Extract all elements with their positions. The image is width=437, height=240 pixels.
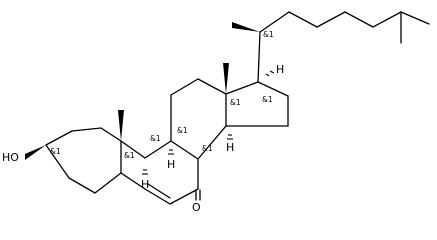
stereo-label-c10: &1 (124, 151, 135, 160)
methyl-c10-wedge-bond (118, 110, 124, 141)
hash-bond-c9 (142, 169, 148, 175)
stereo-label-c14: &1 (202, 144, 213, 153)
molecule-structure: HO O H H H H &1 &1 &1 &1 &1 &1 &1 &1 (2, 11, 430, 214)
oxygen-label: O (192, 201, 201, 214)
hydrogen-label-c8: H (167, 158, 175, 171)
ring-c (170, 78, 227, 160)
ring-d (225, 81, 289, 127)
hydroxyl-label: HO (2, 151, 19, 164)
ring-a (45, 127, 122, 194)
hash-bond-c17 (265, 70, 275, 77)
stereo-label-c17: &1 (262, 95, 273, 104)
stereo-label-c20: &1 (263, 30, 274, 39)
hash-bond-c8 (168, 149, 174, 155)
methyl-c20-wedge-bond (232, 22, 260, 32)
hash-bond-c14 (227, 134, 233, 140)
hydrogen-label-c9: H (141, 178, 149, 191)
side-chain (257, 11, 430, 83)
stereo-label-c13: &1 (230, 98, 241, 107)
ketone-group (195, 189, 201, 201)
stereo-label-c9: &1 (150, 134, 161, 143)
stereo-label-c3: &1 (50, 147, 61, 156)
hydrogen-label-c14: H (226, 141, 234, 154)
hydroxyl-wedge-bond (25, 145, 46, 160)
methyl-c13-wedge-bond (223, 63, 229, 94)
stereo-label-c8: &1 (177, 126, 188, 135)
ring-b (120, 140, 199, 205)
hydrogen-label-c17: H (276, 63, 284, 76)
